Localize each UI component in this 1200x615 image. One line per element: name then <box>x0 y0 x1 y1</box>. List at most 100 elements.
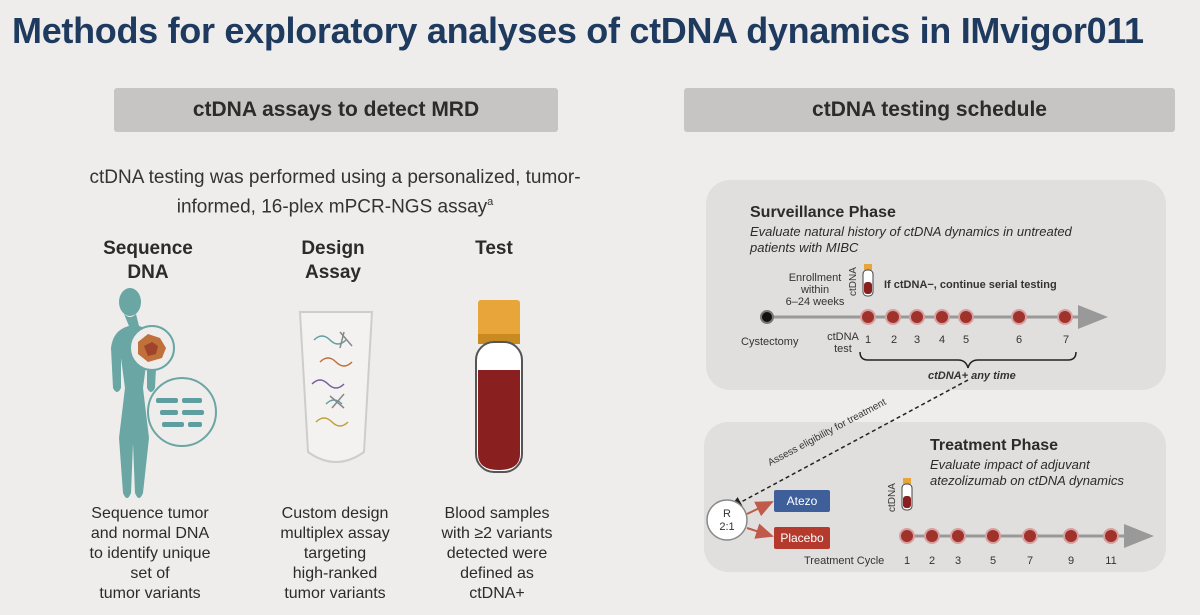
cycle-marker <box>1022 528 1038 544</box>
test-label-line: ctDNA <box>827 331 859 343</box>
positive-brace <box>859 351 1077 369</box>
eligibility-link <box>728 379 969 509</box>
enroll-line: 6–24 weeks <box>785 296 845 308</box>
ctdna-tube-icon <box>901 478 913 511</box>
step-sequence-description: Sequence tumor and normal DNA to identif… <box>70 504 230 604</box>
description-line: tumor variants <box>284 585 386 602</box>
cystectomy-label: Cystectomy <box>741 336 799 348</box>
description-line: Custom design <box>281 505 389 522</box>
treatment-subtitle: Evaluate impact of adjuvant atezolizumab… <box>930 457 1124 489</box>
timepoint-label: 5 <box>962 334 970 346</box>
enroll-line: within <box>800 284 830 296</box>
subtitle-line: atezolizumab on ctDNA dynamics <box>930 473 1124 488</box>
cycle-label: 11 <box>1105 555 1117 567</box>
cycle-label: 7 <box>1026 555 1034 567</box>
description-line: detected were <box>446 545 548 562</box>
step-heading-line: Assay <box>305 262 361 283</box>
timepoint-marker <box>1011 309 1027 325</box>
cycle-marker <box>1063 528 1079 544</box>
step-test-description: Blood samples with ≥2 variants detected … <box>417 504 577 604</box>
cystectomy-marker <box>760 310 774 324</box>
ctdna-test-label: ctDNA test <box>826 331 860 355</box>
timepoint-label: 6 <box>1015 334 1023 346</box>
description-line: tumor variants <box>99 585 201 602</box>
timepoint-label: 7 <box>1062 334 1070 346</box>
enrollment-window-label: Enrollment within 6–24 weeks <box>782 272 848 308</box>
atezo-arrow <box>746 501 774 517</box>
schedule-banner: ctDNA testing schedule <box>684 88 1175 132</box>
cycle-label: 9 <box>1067 555 1075 567</box>
timepoint-label: 1 <box>864 334 872 346</box>
surveillance-panel <box>706 180 1166 390</box>
blood-tube-icon <box>475 300 523 473</box>
timepoint-label: 4 <box>938 334 946 346</box>
cycle-marker <box>985 528 1001 544</box>
page-title: Methods for exploratory analyses of ctDN… <box>12 10 1144 51</box>
assay-intro-text: ctDNA testing was performed using a pers… <box>89 167 581 218</box>
cycle-marker <box>950 528 966 544</box>
subtitle-line: Evaluate impact of adjuvant <box>930 457 1090 472</box>
assay-banner: ctDNA assays to detect MRD <box>114 88 558 132</box>
randomization-ratio: 2:1 <box>719 521 734 533</box>
randomization-node <box>706 499 748 541</box>
cycle-label: 2 <box>928 555 936 567</box>
cycle-marker <box>924 528 940 544</box>
description-line: with ≥2 variants <box>441 525 553 542</box>
timepoint-marker <box>934 309 950 325</box>
assay-tube-icon <box>298 311 374 463</box>
timepoint-label: 2 <box>890 334 898 346</box>
cycle-markers <box>899 528 1119 544</box>
cycle-label: 3 <box>954 555 962 567</box>
step-heading-line: Sequence <box>103 238 193 259</box>
test-label-line: test <box>834 343 852 355</box>
description-line: defined as <box>460 565 534 582</box>
dna-reads-icon <box>147 377 217 447</box>
placebo-arrow <box>746 523 774 539</box>
eligibility-link-label: Assess eligibility for treatment <box>766 397 888 469</box>
step-design-description: Custom design multiplex assay targeting … <box>255 504 415 604</box>
surveillance-title: Surveillance Phase <box>750 204 896 221</box>
assay-intro: ctDNA testing was performed using a pers… <box>60 165 610 219</box>
step-test-heading: Test <box>434 237 554 261</box>
positive-note: ctDNA+ any time <box>928 370 1016 382</box>
timepoint-marker <box>958 309 974 325</box>
atezo-arm: Atezo <box>774 490 830 512</box>
timepoint-label: 3 <box>913 334 921 346</box>
timepoint-markers <box>860 309 1073 325</box>
tumor-cell-icon <box>129 325 175 371</box>
subtitle-line: patients with MIBC <box>750 240 859 255</box>
description-line: set of <box>130 565 170 582</box>
tube-label: ctDNA <box>887 483 898 512</box>
cycle-marker <box>899 528 915 544</box>
step-heading-line: Design <box>301 238 365 259</box>
treatment-cycle-label: Treatment Cycle <box>804 555 885 567</box>
randomization-label: R <box>723 508 731 520</box>
enroll-line: Enrollment <box>788 272 842 284</box>
description-line: targeting <box>303 545 367 562</box>
step-design-heading: Design Assay <box>273 237 393 285</box>
step-heading-line: DNA <box>127 262 169 283</box>
description-line: Blood samples <box>444 505 550 522</box>
description-line: to identify unique <box>89 545 211 562</box>
cycle-label: 1 <box>903 555 911 567</box>
cycle-marker <box>1103 528 1119 544</box>
step-sequence-heading: Sequence DNA <box>88 237 208 285</box>
cycle-label: 5 <box>989 555 997 567</box>
footnote-marker: a <box>487 196 494 208</box>
timepoint-marker <box>909 309 925 325</box>
description-line: high-ranked <box>292 565 378 582</box>
timepoint-marker <box>860 309 876 325</box>
description-line: ctDNA+ <box>469 585 525 602</box>
subtitle-line: Evaluate natural history of ctDNA dynami… <box>750 224 1072 239</box>
negative-note: If ctDNA−, continue serial testing <box>884 279 1057 291</box>
step-heading-line: Test <box>475 238 513 259</box>
surveillance-subtitle: Evaluate natural history of ctDNA dynami… <box>750 224 1072 256</box>
description-line: multiplex assay <box>280 525 390 542</box>
ctdna-tube-icon <box>862 264 874 297</box>
treatment-title: Treatment Phase <box>930 437 1059 454</box>
placebo-arm: Placebo <box>774 527 830 549</box>
description-line: and normal DNA <box>90 525 210 542</box>
timepoint-marker <box>1057 309 1073 325</box>
